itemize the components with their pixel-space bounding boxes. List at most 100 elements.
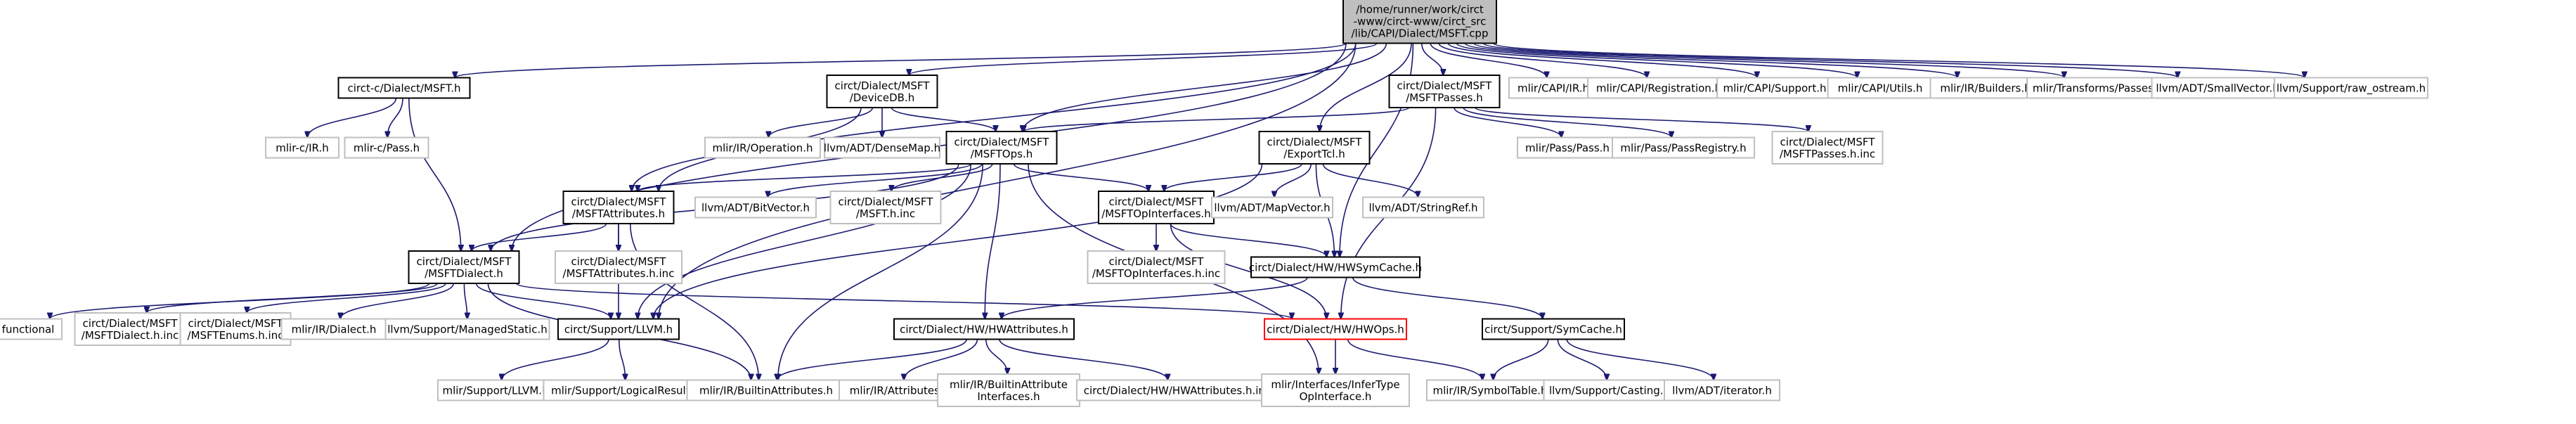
node-label: /ExportTcl.h: [1283, 148, 1345, 160]
node-label: mlir/CAPI/Utils.h: [1838, 82, 1923, 95]
node-label: mlir/Interfaces/InferType: [1271, 378, 1399, 391]
node-label: mlir/Pass/PassRegistry.h: [1620, 142, 1746, 155]
node-hwops[interactable]: circt/Dialect/HW/HWOps.h: [1264, 318, 1407, 340]
node-symcache[interactable]: circt/Support/SymCache.h: [1482, 318, 1625, 340]
edge-msftops-to-mlir-ir-builtinattributes: [778, 163, 983, 380]
node-hwattributes[interactable]: circt/Dialect/HW/HWAttributes.h: [893, 318, 1075, 340]
node-label: /MSFTPasses.h: [1406, 91, 1483, 104]
node-label: llvm/Support/raw_ostream.h: [2277, 82, 2426, 96]
node-box: [1771, 131, 1884, 165]
node-box: [344, 136, 429, 159]
edge-capi-msft-h-to-msftdialect: [408, 98, 461, 252]
node-box: [694, 196, 817, 219]
edge-root-to-mlir-ir-builders: [1464, 42, 1957, 78]
edge-devicedb-to-mlir-ir-operation: [769, 107, 874, 138]
node-label: circt/Dialect/HW/HWOps.h: [1267, 323, 1404, 336]
node-label: circt/Dialect/MSFT: [954, 136, 1050, 148]
node-label: /MSFTAttributes.h: [572, 207, 665, 220]
node-label: circt/Dialect/MSFT: [1267, 136, 1363, 148]
node-root[interactable]: /home/runner/work/circt-www/circt-www/ci…: [1342, 0, 1497, 44]
node-box: [826, 75, 938, 108]
node-functional: functional: [0, 318, 63, 340]
node-mlir-ir-dialect: mlir/IR/Dialect.h: [280, 318, 387, 340]
node-box: [1587, 77, 1730, 99]
edge-capi-msft-h-to-mlir-c-ir: [307, 98, 397, 138]
node-msftpasses-inc: circt/Dialect/MSFT/MSFTPasses.h.inc: [1771, 131, 1884, 165]
edge-msftattributes-to-msftdialect: [472, 223, 607, 251]
node-box: [2274, 77, 2428, 99]
node-box: [1258, 131, 1371, 165]
edge-hwattributes-to-mlir-ir-attributes: [904, 339, 978, 380]
node-label: circt/Dialect/MSFT: [1397, 79, 1493, 92]
node-label: /MSFTPasses.h.inc: [1780, 148, 1875, 160]
node-box: [179, 312, 292, 346]
node-llvm-stringref: llvm/ADT/StringRef.h: [1362, 196, 1484, 219]
node-box: [0, 318, 63, 340]
node-label: /DeviceDB.h: [850, 91, 914, 104]
node-llvm-smallvector: llvm/ADT/SmallVector.h: [2151, 77, 2284, 99]
node-mlir-ir-symboltable: mlir/IR/SymbolTable.h: [1426, 379, 1554, 401]
node-label: mlir/Support/LogicalResult.h: [551, 385, 700, 397]
node-label: mlir/IR/Attributes.h: [850, 385, 950, 397]
node-devicedb[interactable]: circt/Dialect/MSFT/DeviceDB.h: [826, 75, 938, 108]
node-label: llvm/ADT/MapVector.h: [1214, 202, 1330, 214]
node-box: [557, 318, 680, 340]
edge-devicedb-to-msftops: [891, 107, 996, 131]
node-msftopinterfaces-inc: circt/Dialect/MSFT/MSFTOpInterfaces.h.in…: [1087, 250, 1226, 284]
node-label: circt/Dialect/MSFT: [417, 255, 512, 268]
node-box: [937, 373, 1080, 407]
edge-hwsymcache-to-hwattributes: [1002, 277, 1308, 319]
edge-msftopinterfaces-to-hwsymcache: [1170, 223, 1326, 257]
node-capi-msft-h[interactable]: circt-c/Dialect/MSFT.h: [337, 77, 471, 99]
node-mlir-capi-utils: mlir/CAPI/Utils.h: [1827, 77, 1934, 99]
node-llvm-bitvector: llvm/ADT/BitVector.h: [694, 196, 817, 219]
node-box: [1716, 77, 1833, 99]
node-label: circt/Dialect/MSFT: [1780, 136, 1876, 148]
node-label: mlir/CAPI/Registration.h: [1596, 82, 1721, 95]
node-label: mlir/IR/BuiltinAttributes.h: [699, 385, 833, 397]
node-llvm-casting: llvm/Support/Casting.h: [1543, 379, 1676, 401]
edge-msftops-to-msftopinterfaces: [1013, 163, 1148, 191]
node-box: [1827, 77, 1934, 99]
node-label: circt/Dialect/MSFT: [188, 317, 284, 330]
node-exporttcl[interactable]: circt/Dialect/MSFT/ExportTcl.h: [1258, 131, 1371, 165]
node-msft-h-inc: circt/Dialect/MSFT/MSFT.h.inc: [829, 191, 942, 224]
node-label: /MSFTEnums.h.inc: [188, 329, 284, 342]
node-label: mlir/CAPI/Support.h: [1723, 82, 1827, 95]
edge-root-to-capi-msft-h: [455, 42, 1347, 78]
node-llvm-raw-ostream: llvm/Support/raw_ostream.h: [2274, 77, 2428, 99]
node-label: mlir-c/IR.h: [276, 142, 328, 155]
node-box: [408, 250, 520, 284]
edge-msftops-to-hwattributes: [985, 163, 1001, 319]
node-mlir-capi-ir: mlir/CAPI/IR.h: [1508, 77, 1598, 99]
node-box: [686, 379, 846, 401]
node-box: [824, 136, 940, 159]
node-box: [1362, 196, 1484, 219]
node-box: [829, 191, 942, 224]
node-msftops[interactable]: circt/Dialect/MSFT/MSFTOps.h: [945, 131, 1058, 165]
node-label: circt/Dialect/MSFT: [571, 255, 667, 268]
node-mlir-capi-registration: mlir/CAPI/Registration.h: [1587, 77, 1730, 99]
node-msftpasses[interactable]: circt/Dialect/MSFT/MSFTPasses.h: [1388, 75, 1501, 108]
node-msftdialect[interactable]: circt/Dialect/MSFT/MSFTDialect.h: [408, 250, 520, 284]
node-label: -www/circt-www/circt_src: [1354, 15, 1487, 29]
node-label: mlir/IR/Dialect.h: [292, 323, 377, 336]
edge-exporttcl-to-msftopinterfaces: [1164, 163, 1302, 191]
edge-root-to-devicedb: [909, 42, 1378, 76]
node-hwsymcache[interactable]: circt/Dialect/HW/HWSymCache.h: [1249, 256, 1422, 278]
node-label: llvm/Support/ManagedStatic.h: [387, 323, 548, 336]
node-box: [1098, 191, 1215, 224]
edge-msftdialect-to-support-llvm: [475, 283, 611, 319]
edge-root-to-support-llvm: [659, 43, 1357, 319]
node-box: [1087, 250, 1226, 284]
node-label: OpInterface.h: [1300, 390, 1372, 403]
node-msftopinterfaces[interactable]: circt/Dialect/MSFT/MSFTOpInterfaces.h: [1098, 191, 1215, 224]
node-msftattributes[interactable]: circt/Dialect/MSFT/MSFTAttributes.h: [562, 191, 675, 224]
node-box: [1929, 77, 2042, 99]
node-box: [337, 77, 471, 99]
node-support-llvm[interactable]: circt/Support/LLVM.h: [557, 318, 680, 340]
node-mlir-capi-support: mlir/CAPI/Support.h: [1716, 77, 1833, 99]
node-box: [945, 131, 1058, 165]
